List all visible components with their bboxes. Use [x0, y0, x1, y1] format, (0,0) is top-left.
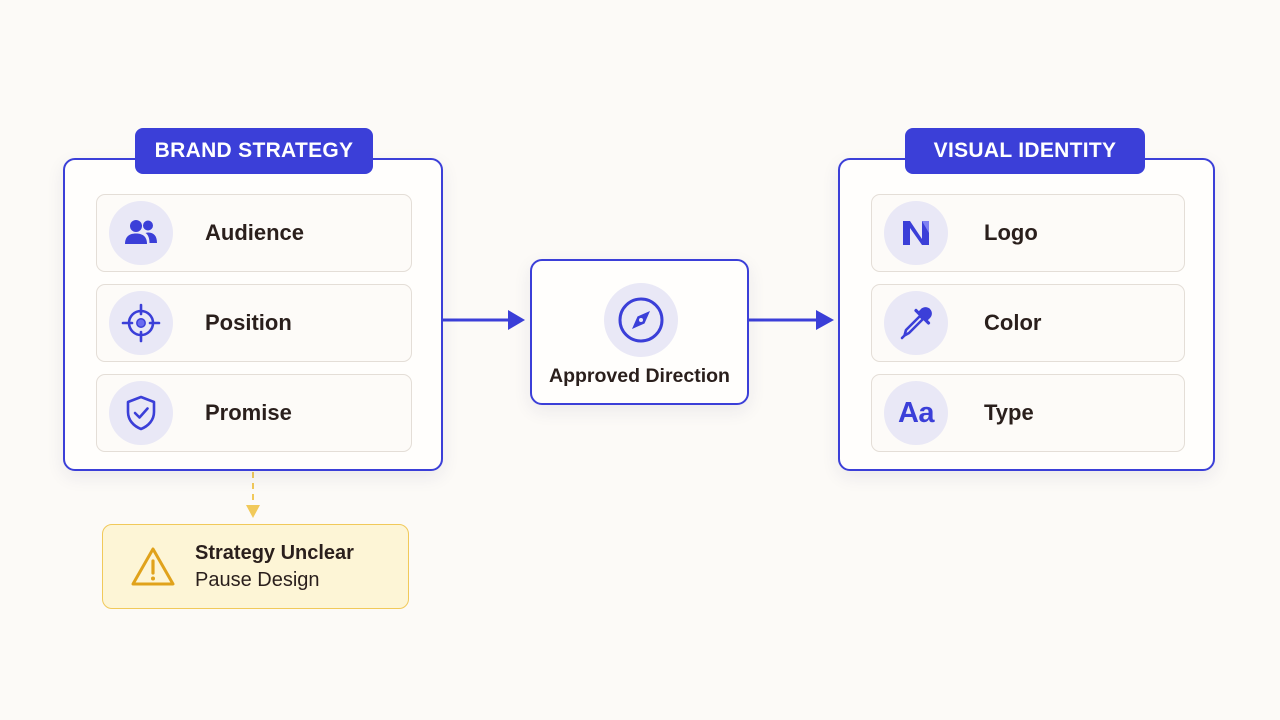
typography-glyph: Aa: [897, 396, 935, 429]
strategy-item-audience[interactable]: Audience: [96, 194, 412, 272]
eyedropper-icon: [884, 291, 948, 355]
warning-subtitle: Pause Design: [195, 568, 320, 591]
strategy-item-label: Promise: [205, 400, 292, 425]
approved-direction-label: Approved Direction: [549, 365, 730, 387]
arrow-direction-to-identity: [749, 310, 834, 330]
brand-strategy-panel: BRAND STRATEGY Audience Position: [63, 128, 443, 471]
strategy-item-promise[interactable]: Promise: [96, 374, 412, 452]
warning-title: Strategy Unclear: [195, 541, 354, 564]
strategy-item-position[interactable]: Position: [96, 284, 412, 362]
dashed-arrow-to-warning: [246, 472, 260, 518]
visual-identity-title: VISUAL IDENTITY: [905, 128, 1145, 174]
arrow-strategy-to-direction: [443, 310, 525, 330]
warning-triangle-icon: [129, 545, 177, 589]
strategy-item-label: Position: [205, 310, 292, 335]
warning-text: Strategy Unclear Pause Design: [195, 540, 354, 594]
people-icon: [109, 201, 173, 265]
identity-item-color[interactable]: Color: [871, 284, 1185, 362]
identity-item-label: Color: [984, 310, 1042, 335]
approved-direction-node[interactable]: Approved Direction: [530, 259, 749, 405]
identity-item-logo[interactable]: Logo: [871, 194, 1185, 272]
typography-icon: Aa: [884, 381, 948, 445]
strategy-unclear-warning[interactable]: Strategy Unclear Pause Design: [102, 524, 409, 609]
shield-check-icon: [109, 381, 173, 445]
target-icon: [109, 291, 173, 355]
visual-identity-panel: VISUAL IDENTITY Logo Color Aa Type: [838, 128, 1215, 471]
compass-icon: [604, 283, 678, 357]
strategy-item-label: Audience: [205, 220, 305, 245]
logo-mark-icon: [884, 201, 948, 265]
brand-strategy-title: BRAND STRATEGY: [135, 128, 373, 174]
identity-item-type[interactable]: Aa Type: [871, 374, 1185, 452]
identity-item-label: Logo: [984, 220, 1038, 245]
identity-item-label: Type: [984, 400, 1034, 425]
